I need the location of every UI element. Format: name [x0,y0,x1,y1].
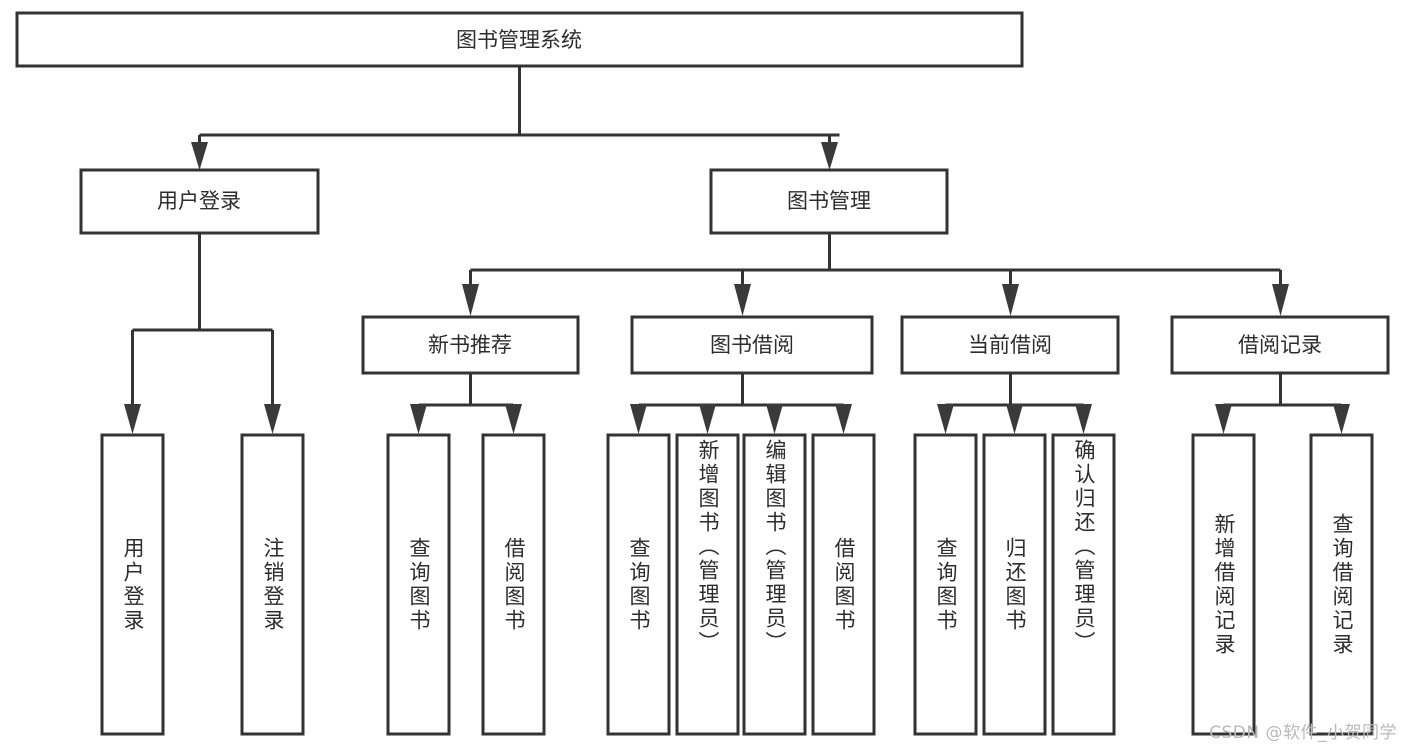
node-leaf-query-book-2-box[interactable] [606,433,671,736]
connector-group-borrow-record [1215,373,1350,434]
arrow-head-book-manage [821,142,838,170]
leaf-boxes [100,433,1374,736]
node-new-book-recommend-label: 新书推荐 [428,333,512,357]
node-user-login-box[interactable] [79,168,320,235]
arrow-head-leaf-add-record [1215,404,1232,434]
arrow-head-leaf-edit-book [766,404,783,434]
arrow-head-leaf-borrow-book-2 [835,404,852,434]
arrow-head-leaf-logout-login [264,404,281,434]
connector-group-book-manage [462,233,1289,316]
connector-group-new-book-recommend [410,373,522,434]
node-leaf-borrow-book-1-box[interactable] [481,433,546,736]
node-leaf-add-record-box[interactable] [1191,433,1256,736]
arrow-head-leaf-add-book [699,404,716,434]
arrow-head-leaf-user-login [124,404,141,434]
node-leaf-query-book-1-box[interactable] [386,433,451,736]
arrow-head-leaf-query-book-3 [937,404,954,434]
node-leaf-add-book-box[interactable] [675,433,740,736]
arrow-head-leaf-return-book [1006,404,1023,434]
node-leaf-query-book-3-box[interactable] [913,433,978,736]
node-book-manage[interactable]: 图书管理 [709,168,949,235]
connector-group-root [191,66,840,170]
connector-group-user-login [124,233,281,434]
node-leaf-edit-book-box[interactable] [742,433,807,736]
node-borrow-record-label: 借阅记录 [1238,333,1322,357]
node-book-borrow-box[interactable] [630,315,874,375]
node-book-borrow[interactable]: 图书借阅 [630,315,874,375]
arrow-head-borrow-record [1272,284,1289,316]
arrow-head-leaf-borrow-book-1 [505,404,522,434]
node-book-manage-label: 图书管理 [787,189,871,213]
connector-group-book-borrow [630,373,852,434]
node-current-borrow-label: 当前借阅 [968,333,1052,357]
node-borrow-record[interactable]: 借阅记录 [1170,315,1390,375]
arrow-head-user-login [191,142,208,170]
node-root-box[interactable] [15,11,1024,68]
node-leaf-user-login-box[interactable] [100,433,165,736]
arrow-head-book-borrow [734,284,751,316]
arrow-head-leaf-query-book-2 [630,404,647,434]
node-leaf-confirm-return-box[interactable] [1051,433,1116,736]
node-current-borrow-box[interactable] [900,315,1120,375]
connector-group-current-borrow [937,373,1092,434]
node-new-book-recommend[interactable]: 新书推荐 [361,315,580,375]
arrow-head-current-borrow [1002,284,1019,316]
node-leaf-query-record-box[interactable] [1309,433,1374,736]
csdn-watermark: CSDN @软件_小贺同学 [1209,723,1397,743]
arrow-head-leaf-confirm-return [1075,404,1092,434]
node-book-borrow-label: 图书借阅 [710,333,794,357]
node-user-login-label: 用户登录 [157,189,241,213]
node-current-borrow[interactable]: 当前借阅 [900,315,1120,375]
arrow-head-leaf-query-record [1333,404,1350,434]
node-borrow-record-box[interactable] [1170,315,1390,375]
node-user-login[interactable]: 用户登录 [79,168,320,235]
node-new-book-recommend-box[interactable] [361,315,580,375]
node-root-label: 图书管理系统 [456,28,582,52]
node-root[interactable]: 图书管理系统 [15,11,1024,68]
node-leaf-return-book-box[interactable] [982,433,1047,736]
node-leaf-borrow-book-2-box[interactable] [811,433,876,736]
node-leaf-logout-login-box[interactable] [240,433,305,736]
node-book-manage-box[interactable] [709,168,949,235]
arrow-head-leaf-query-book-1 [410,404,427,434]
arrow-head-new-book-recommend [462,284,479,316]
